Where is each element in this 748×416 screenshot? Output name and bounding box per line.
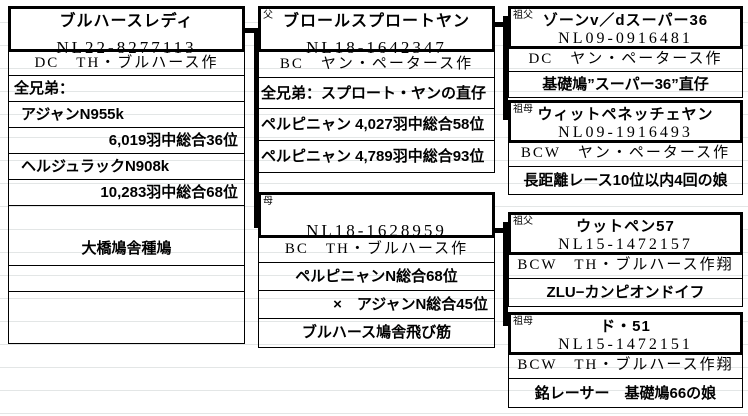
father-row-2: ペルピニャン 4,027羽中総合58位	[259, 108, 494, 140]
father-row-2-text: ペルピニャン 4,027羽中総合58位	[261, 116, 485, 133]
subject-row-0-text: DC TH・ブルハース作	[34, 54, 219, 71]
grandparent-0-row-0: DC ヤン・ペータース作	[509, 46, 742, 71]
father-body: BC ヤン・ペータース作 全兄弟：スプロート・ヤンの直仔 ペルピニャン 4,02…	[258, 49, 495, 173]
subject-row-3-text: 6,019羽中総合36位	[108, 132, 238, 149]
subject-row-4: ヘルジュラックN908k	[9, 153, 244, 179]
subject-row-5-text: 10,283羽中総合68位	[100, 184, 238, 201]
subject-row-7-text: 大橋鳩舎種鳩	[81, 239, 172, 257]
grandparent-3-relation-label: 祖母	[513, 316, 533, 327]
father-relation-label: 父	[263, 10, 273, 21]
father-row-0-text: BC ヤン・ペータース作	[279, 55, 474, 72]
grandparent-1-row-0: BCW ヤン・ペータース作	[509, 140, 742, 166]
subject-name: ブルハースレディ	[59, 13, 194, 30]
grandparent-3-row-0: BCW TH・ブルハース作翔	[509, 352, 742, 378]
subject-row-6	[9, 205, 244, 231]
grandparent-3-name: ド・51	[600, 318, 651, 335]
subject-row-1: 全兄弟：	[9, 75, 244, 101]
grandparent-1-row-1-text: 長距離レース10位以内4回の娘	[523, 172, 728, 189]
subject-row-7: 大橋鳩舎種鳩	[9, 231, 244, 265]
grandparent-2-row-0-text: BCW TH・ブルハース作翔	[517, 257, 734, 273]
subject-row-5: 10,283羽中総合68位	[9, 179, 244, 205]
grandparent-2-row-1-text: ZLU−カンピオンドイフ	[546, 284, 705, 301]
grandparent-0-row-1-text: 基礎鳩”スーパー36”直仔	[542, 76, 709, 93]
grandparent-header-0: 祖父 ゾーンv／dスーパー36 NL09-0916481	[508, 6, 743, 49]
mother-row-2-text: × アジャンN総合45位	[333, 296, 488, 313]
subject-row-0: DC TH・ブルハース作	[9, 49, 244, 75]
grandparent-0-relation-label: 祖父	[513, 10, 533, 21]
grandparent-body-3: BCW TH・ブルハース作翔 銘レーサー 基礎鳩66の娘	[508, 352, 743, 408]
subject-row-2: アジャンN955k	[9, 101, 244, 127]
grandparent-2-name: ウットペン57	[576, 218, 675, 235]
subject-row-9	[9, 291, 244, 317]
father-ring: NL18-1642347	[306, 38, 447, 57]
grandparent-1-ring: NL09-1916493	[558, 124, 693, 141]
mother-row-1-text: ペルピニャンN総合68位	[295, 268, 458, 285]
grandparent-0-name: ゾーンv／dスーパー36	[542, 12, 709, 29]
grandparent-1-row-1: 長距離レース10位以内4回の娘	[509, 166, 742, 194]
subject-body: DC TH・ブルハース作 全兄弟： アジャンN955k 6,019羽中総合36位…	[8, 49, 245, 344]
grandparent-body-2: BCW TH・ブルハース作翔 ZLU−カンピオンドイフ	[508, 252, 743, 307]
mother-row-3-text: ブルハース鳩舎飛び筋	[301, 324, 452, 341]
subject-row-1-text: 全兄弟：	[14, 80, 75, 97]
father-row-1-text: 全兄弟：スプロート・ヤンの直仔	[261, 84, 487, 102]
grandparent-header-2: 祖父 ウットペン57 NL15-1472157	[508, 212, 743, 255]
subject-row-8	[9, 265, 244, 291]
grandparent-3-row-1: 銘レーサー 基礎鳩66の娘	[509, 378, 742, 407]
subject-row-3: 6,019羽中総合36位	[9, 127, 244, 153]
mother-row-1: ペルピニャンN総合68位	[259, 262, 494, 290]
father-row-0: BC ヤン・ペータース作	[259, 49, 494, 77]
father-row-3-text: ペルピニャン 4,789羽中総合93位	[261, 148, 485, 165]
subject-ring: NL22-8277113	[56, 38, 197, 57]
mother-row-0-text: BC TH・ブルハース作	[284, 241, 469, 257]
mother-row-0: BC TH・ブルハース作	[259, 235, 494, 262]
grandparent-0-row-1: 基礎鳩”スーパー36”直仔	[509, 71, 742, 97]
grandparent-3-row-1-text: 銘レーサー 基礎鳩66の娘	[534, 384, 717, 402]
grandparent-1-name: ウィットペネッチェヤン	[537, 106, 714, 123]
grandparent-2-ring: NL15-1472157	[558, 236, 693, 253]
subject-header: ブルハースレディ NL22-8277113	[8, 6, 245, 56]
grandparent-1-row-0-text: BCW ヤン・ペータース作	[520, 145, 731, 161]
subject-row-2-text: アジャンN955k	[21, 106, 124, 123]
grandparent-2-relation-label: 祖父	[513, 216, 533, 227]
mother-name	[261, 200, 492, 216]
grandparent-2-row-1: ZLU−カンピオンドイフ	[509, 278, 742, 306]
grandparent-3-row-0-text: BCW TH・ブルハース作翔	[517, 357, 734, 373]
grandparent-body-1: BCW ヤン・ペータース作 長距離レース10位以内4回の娘	[508, 140, 743, 195]
father-row-1: 全兄弟：スプロート・ヤンの直仔	[259, 77, 494, 108]
mother-ring: NL18-1628959	[306, 221, 447, 240]
subject-row-4-text: ヘルジュラックN908k	[21, 158, 170, 175]
grandparent-0-ring: NL09-0916481	[558, 30, 693, 47]
mother-body: BC TH・ブルハース作 ペルピニャンN総合68位 × アジャンN総合45位 ブ…	[258, 235, 495, 348]
grandparent-1-relation-label: 祖母	[513, 104, 533, 115]
mother-row-3: ブルハース鳩舎飛び筋	[259, 318, 494, 346]
mother-row-2: × アジャンN総合45位	[259, 290, 494, 318]
grandparent-0-row-0-text: DC ヤン・ペータース作	[528, 50, 723, 67]
mother-header: 母 NL18-1628959	[258, 192, 495, 240]
grandparent-body-0: DC ヤン・ペータース作 基礎鳩”スーパー36”直仔	[508, 46, 743, 98]
grandparent-2-row-0: BCW TH・ブルハース作翔	[509, 252, 742, 278]
father-row-3: ペルピニャン 4,789羽中総合93位	[259, 140, 494, 172]
mother-relation-label: 母	[263, 196, 273, 207]
father-header: 父 ブロールスプロートヤン NL18-1642347	[258, 6, 495, 56]
grandparent-3-ring: NL15-1472151	[558, 336, 693, 353]
grandparent-header-3: 祖母 ド・51 NL15-1472151	[508, 312, 743, 355]
father-name: ブロールスプロートヤン	[282, 13, 470, 30]
grandparent-header-1: 祖母 ウィットペネッチェヤン NL09-1916493	[508, 100, 743, 143]
